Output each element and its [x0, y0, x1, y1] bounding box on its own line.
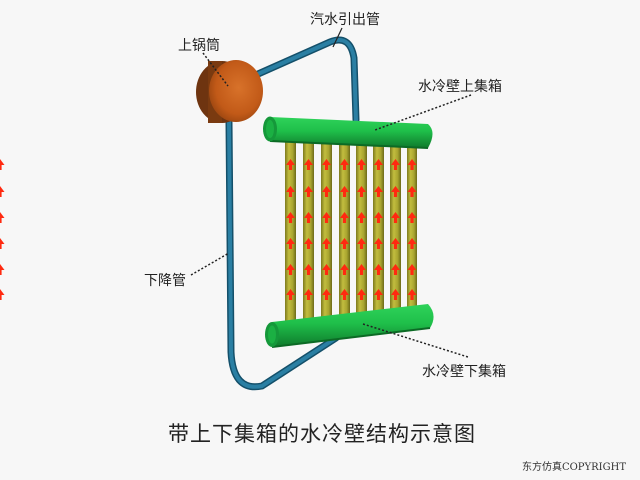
label-steam-water-outlet-pipe: 汽水引出管	[310, 12, 380, 28]
label-upper-drum: 上锅筒	[178, 38, 220, 54]
flow-arrow-icons	[0, 159, 5, 300]
riser-tube	[407, 140, 417, 312]
riser-tube	[390, 140, 401, 314]
leader-outlet-pipe	[332, 27, 343, 48]
leader-upper-drum	[202, 52, 229, 87]
riser-tube	[321, 140, 332, 322]
leader-downcomer	[190, 252, 230, 276]
upper-header	[263, 116, 433, 149]
riser-tubes	[285, 140, 417, 326]
leader-upper-header	[374, 94, 472, 131]
riser-tube	[303, 140, 314, 324]
riser-tube	[285, 140, 296, 326]
riser-tube	[356, 140, 367, 318]
label-downcomer: 下降管	[144, 273, 186, 289]
diagram-title: 带上下集箱的水冷壁结构示意图	[168, 422, 476, 446]
riser-tube	[373, 140, 384, 316]
copyright-text: 东方仿真COPYRIGHT	[521, 462, 626, 473]
leader-lines	[190, 27, 472, 358]
upper-drum	[196, 60, 263, 123]
riser-tube	[339, 140, 350, 320]
lower-header	[265, 304, 434, 348]
label-lower-header: 水冷壁下集箱	[422, 364, 506, 380]
label-upper-header: 水冷壁上集箱	[418, 79, 502, 95]
